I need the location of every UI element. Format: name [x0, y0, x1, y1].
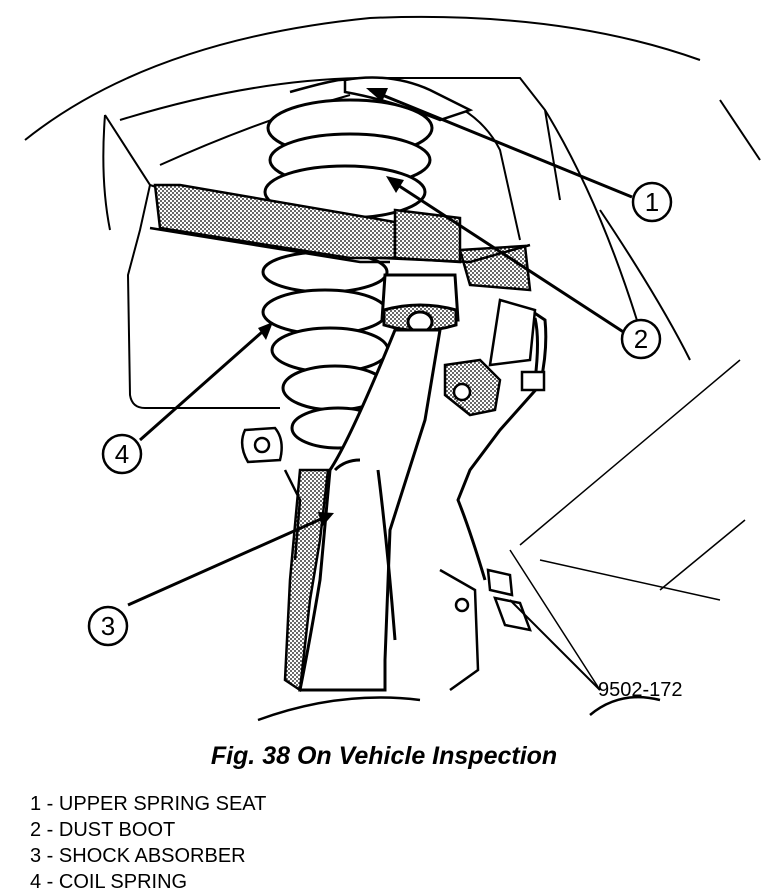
- legend-item: 1 - UPPER SPRING SEAT: [30, 793, 267, 815]
- callout-4: 4: [101, 433, 143, 475]
- legend-label: UPPER SPRING SEAT: [58, 793, 267, 815]
- legend-label: SHOCK ABSORBER: [58, 845, 246, 867]
- hose-bracket: [443, 298, 546, 632]
- leader-line-figure-id: [509, 599, 601, 691]
- leader-arrowheads: [258, 88, 404, 527]
- leader-lines: [127, 88, 633, 691]
- callout-2: 2: [620, 318, 662, 360]
- callout-circle: [631, 181, 673, 223]
- legend-item: 2 - DUST BOOT: [30, 819, 176, 841]
- legend-number: 1: [30, 793, 42, 815]
- leader-line-1: [369, 88, 633, 199]
- callout-circle: [620, 318, 662, 360]
- callout-legend: 1 - UPPER SPRING SEAT 2 - DUST BOOT 3 - …: [30, 791, 266, 895]
- legend-number: 3: [30, 845, 42, 867]
- legend-item: 3 - SHOCK ABSORBER: [30, 845, 246, 867]
- steering-knuckle: [283, 468, 480, 693]
- legend-number: 2: [30, 819, 42, 841]
- legend-number: 4: [30, 871, 42, 893]
- leader-line-3: [127, 513, 331, 607]
- callout-circle: [101, 433, 143, 475]
- callout-circle: [87, 605, 129, 647]
- strut-mount-bracket: [149, 183, 532, 292]
- figure-caption: Fig. 38 On Vehicle Inspection: [210, 742, 558, 770]
- background-lines: [509, 359, 746, 691]
- shock-absorber: [298, 328, 442, 692]
- legend-label: COIL SPRING: [58, 871, 188, 893]
- callout-1: 1: [631, 181, 673, 223]
- strut-assembly-illustration: 1 2 4 3 9502-172: [24, 15, 761, 722]
- legend-item: 4 - COIL SPRING: [30, 871, 188, 893]
- wheel-rim: [257, 695, 661, 722]
- figure-id-label: 9502-172: [598, 679, 683, 701]
- leader-line-4: [139, 323, 271, 442]
- leader-line-2: [389, 178, 626, 335]
- callout-number: 4: [115, 439, 129, 469]
- callout-3: 3: [87, 605, 129, 647]
- dust-boot: [380, 273, 460, 334]
- callout-number: 2: [634, 324, 648, 354]
- inner-fender-panel: [102, 114, 283, 456]
- legend-label: DUST BOOT: [58, 819, 176, 841]
- bracket-bolt: [240, 426, 283, 464]
- callout-number: 1: [645, 187, 659, 217]
- callout-number: 3: [101, 611, 115, 641]
